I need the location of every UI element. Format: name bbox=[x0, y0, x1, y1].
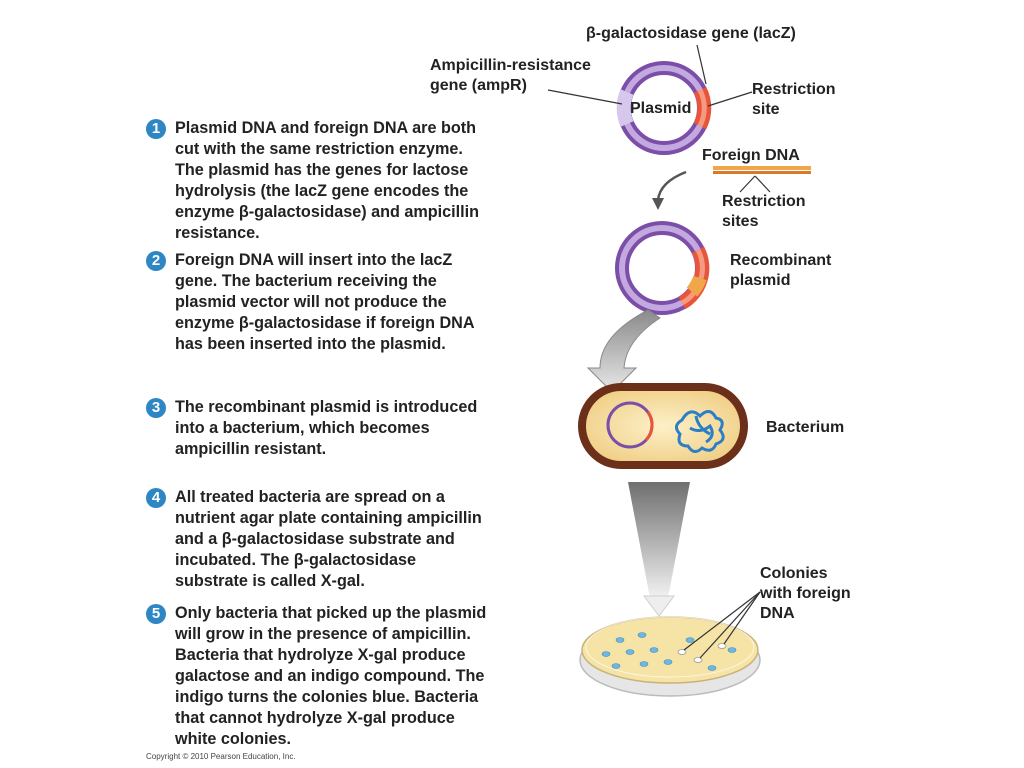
restriction-sites-label: Restriction sites bbox=[722, 193, 806, 230]
step-4: 4 All treated bacteria are spread on a n… bbox=[146, 487, 546, 592]
foreign-dna-icon bbox=[713, 166, 811, 174]
step-5: 5 Only bacteria that picked up the plasm… bbox=[146, 603, 546, 750]
white-colonies bbox=[677, 643, 727, 663]
step-number-badge: 1 bbox=[146, 119, 166, 139]
copyright-notice: Copyright © 2010 Pearson Education, Inc. bbox=[146, 752, 296, 761]
blue-colonies bbox=[601, 632, 737, 671]
step-number-badge: 4 bbox=[146, 488, 166, 508]
step-2: 2 Foreign DNA will insert into the lacZ … bbox=[146, 250, 546, 355]
step-text: All treated bacteria are spread on a nut… bbox=[175, 488, 482, 590]
recombinant-plasmid-label: Recombinant plasmid bbox=[730, 252, 832, 289]
recombinant-plasmid-icon bbox=[615, 221, 710, 315]
lacz-gene-label: β-galactosidase gene (lacZ) bbox=[586, 25, 796, 42]
restriction-site-label: Restriction site bbox=[752, 81, 836, 118]
plasmid-label: Plasmid bbox=[630, 100, 692, 117]
step-1: 1 Plasmid DNA and foreign DNA are both c… bbox=[146, 118, 546, 244]
colonies-label: Colonies with foreign DNA bbox=[760, 565, 851, 622]
step-3: 3 The recombinant plasmid is introduced … bbox=[146, 397, 546, 460]
step-number-badge: 5 bbox=[146, 604, 166, 624]
arrow-icon bbox=[628, 482, 690, 598]
step-number-badge: 2 bbox=[146, 251, 166, 271]
arrow-icon bbox=[586, 309, 661, 393]
plasmid-icon bbox=[616, 61, 712, 155]
step-text: Plasmid DNA and foreign DNA are both cut… bbox=[175, 119, 480, 242]
amp-gene-label: Ampicillin-resistance gene (ampR) bbox=[430, 57, 591, 94]
bacterium-label: Bacterium bbox=[766, 419, 845, 436]
step-number-badge: 3 bbox=[146, 398, 166, 418]
foreign-dna-label: Foreign DNA bbox=[702, 147, 800, 164]
step-text: Foreign DNA will insert into the lacZ ge… bbox=[175, 251, 475, 353]
petri-dish-icon bbox=[579, 616, 761, 697]
bacterium-icon bbox=[578, 383, 748, 469]
step-text: Only bacteria that picked up the plasmid… bbox=[175, 604, 487, 748]
step-text: The recombinant plasmid is introduced in… bbox=[175, 398, 478, 458]
